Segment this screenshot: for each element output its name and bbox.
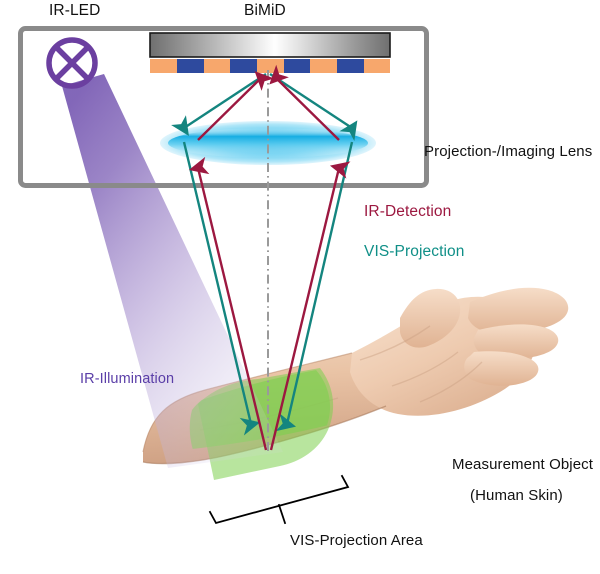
bimid-pixel-blue (230, 59, 257, 73)
bimid-pixel-orange (257, 59, 284, 73)
label-ir-illumination: IR-Illumination (80, 371, 175, 387)
ir-led-cross-stroke (53, 44, 91, 82)
bimid-pixel-array (150, 59, 390, 73)
label-projection-imaging-lens: Projection-/Imaging Lens (424, 143, 593, 160)
ir-beam-object-to-lens-right (269, 161, 351, 451)
housing-outline (18, 26, 429, 188)
label-ir-detection: IR-Detection (364, 203, 452, 220)
bimid-pixel-orange (204, 59, 230, 73)
thumb-shape (400, 288, 461, 348)
bracket-path (208, 474, 350, 525)
vis-projection-area-bracket (208, 474, 350, 525)
lens-core-glow (168, 128, 368, 158)
bimid-pixel-orange (150, 59, 177, 73)
bimid-pixel-blue (337, 59, 364, 73)
vis-beam-bimid-to-lens-right (269, 72, 358, 142)
bimid-device (149, 32, 391, 73)
ir-beam-object-to-lens-left (188, 156, 268, 451)
ir-beam-lens-to-bimid-right (269, 64, 340, 141)
ir-detection-beams (188, 64, 351, 451)
ir-illumination-cone (62, 74, 283, 468)
label-vis-projection-area: VIS-Projection Area (290, 532, 423, 549)
bimid-gradient-bar (149, 32, 391, 58)
vis-beam-lens-to-object-left (182, 141, 261, 436)
bimid-pixel-blue (177, 59, 204, 73)
bimid-pixel-orange (310, 59, 337, 73)
bimid-pixel-blue (284, 59, 310, 73)
label-ir-led: IR-LED (49, 2, 101, 19)
ir-led-symbol (46, 37, 98, 89)
vis-beam-bimid-to-lens-left (171, 72, 267, 136)
middle-finger-shape (473, 324, 559, 360)
projection-imaging-lens (160, 121, 376, 165)
ring-finger-shape (464, 351, 539, 386)
label-measurement-object-sub: (Human Skin) (470, 487, 563, 504)
index-finger-shape (468, 287, 569, 335)
ir-beam-lens-to-bimid-left (197, 71, 275, 141)
bracket-leader-line (277, 503, 287, 525)
ir-led-circle (46, 37, 98, 89)
label-vis-projection: VIS-Projection (364, 243, 465, 260)
instrument-housing (18, 26, 429, 188)
vis-beam-lens-to-object-right (275, 141, 354, 432)
label-bimid: BiMiD (244, 2, 286, 19)
vis-projection-beams (171, 72, 358, 436)
bimid-pixel-orange (364, 59, 390, 73)
label-measurement-object: Measurement Object (452, 456, 594, 473)
